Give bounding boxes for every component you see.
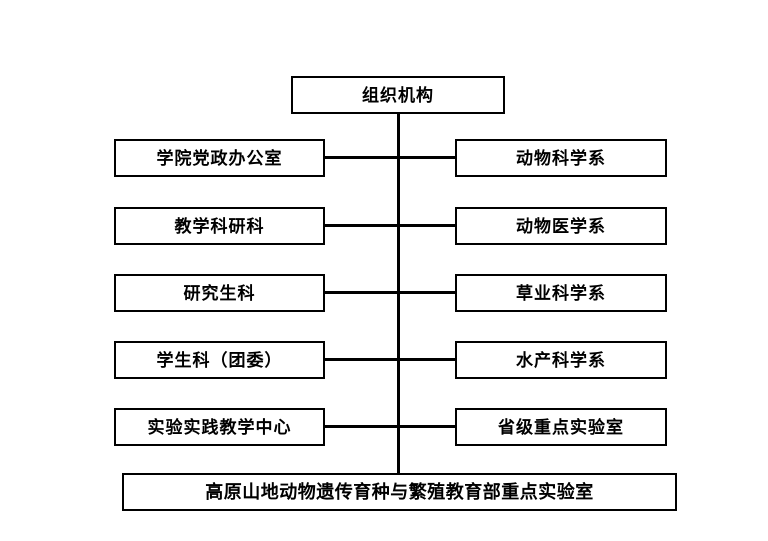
node-left-4-label: 学生科（团委） — [156, 350, 283, 370]
node-left-5[interactable]: 实验实践教学中心 — [114, 408, 325, 446]
branch-connector-left-1 — [324, 156, 399, 159]
branch-connector-right-3 — [397, 291, 456, 294]
node-right-5-label: 省级重点实验室 — [498, 417, 624, 437]
node-right-3[interactable]: 草业科学系 — [455, 274, 667, 312]
node-right-3-label: 草业科学系 — [516, 283, 606, 303]
branch-connector-left-3 — [324, 291, 399, 294]
node-right-5[interactable]: 省级重点实验室 — [455, 408, 667, 446]
node-right-2[interactable]: 动物医学系 — [455, 207, 667, 245]
node-left-1-label: 学院党政办公室 — [156, 148, 283, 168]
node-root-organization[interactable]: 组织机构 — [291, 76, 505, 114]
node-root-label: 组织机构 — [362, 85, 434, 105]
node-footer-key-laboratory[interactable]: 高原山地动物遗传育种与繁殖教育部重点实验室 — [122, 473, 677, 511]
branch-connector-right-4 — [397, 358, 456, 361]
node-right-4[interactable]: 水产科学系 — [455, 341, 667, 379]
node-left-2[interactable]: 教学科研科 — [114, 207, 325, 245]
branch-connector-right-5 — [397, 425, 456, 428]
branch-connector-left-2 — [324, 224, 399, 227]
node-right-1[interactable]: 动物科学系 — [455, 139, 667, 177]
node-right-1-label: 动物科学系 — [516, 148, 606, 168]
branch-connector-right-1 — [397, 156, 456, 159]
branch-connector-right-2 — [397, 224, 456, 227]
node-left-5-label: 实验实践教学中心 — [147, 417, 292, 437]
node-left-2-label: 教学科研科 — [174, 216, 265, 236]
node-left-3-label: 研究生科 — [183, 283, 256, 303]
branch-connector-left-5 — [324, 425, 399, 428]
node-left-1[interactable]: 学院党政办公室 — [114, 139, 325, 177]
node-left-3[interactable]: 研究生科 — [114, 274, 325, 312]
node-right-2-label: 动物医学系 — [516, 216, 606, 236]
node-right-4-label: 水产科学系 — [516, 350, 606, 370]
branch-connector-left-4 — [324, 358, 399, 361]
node-footer-label: 高原山地动物遗传育种与繁殖教育部重点实验室 — [205, 482, 594, 502]
node-left-4[interactable]: 学生科（团委） — [114, 341, 325, 379]
